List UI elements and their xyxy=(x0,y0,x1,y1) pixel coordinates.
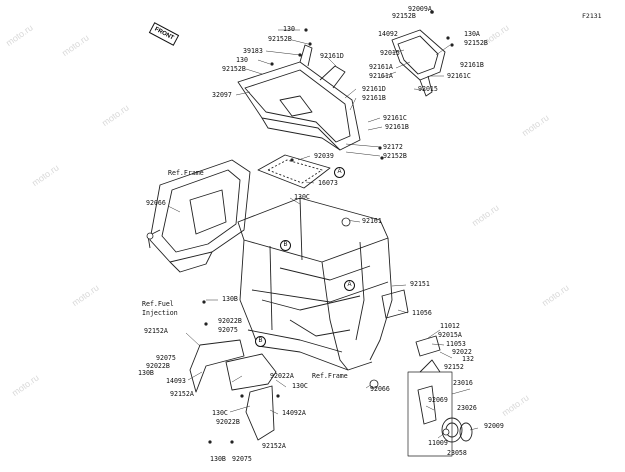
part-label: 39183 xyxy=(243,47,263,55)
part-label: 92075 xyxy=(218,326,238,334)
part-label: 92022B xyxy=(216,418,240,426)
part-label: 130B xyxy=(222,295,238,303)
part-label: 16073 xyxy=(318,179,338,187)
diagram-code: F2131 xyxy=(582,12,602,20)
part-label: 23026 xyxy=(457,404,477,412)
part-label: 11012 xyxy=(440,322,460,330)
part-label: 130B xyxy=(210,455,226,463)
marker-b: B xyxy=(255,336,266,347)
tray-bracket xyxy=(237,44,361,151)
part-label: 92152B xyxy=(464,39,488,47)
part-label: 92022B xyxy=(146,362,170,370)
part-label: 23016 xyxy=(453,379,473,387)
small-clamp xyxy=(415,335,441,357)
part-label: 92075 xyxy=(232,455,252,463)
part-label: 92161B xyxy=(362,94,386,102)
part-label: 92022 xyxy=(452,348,472,356)
side-bracket xyxy=(381,289,409,319)
part-label: 92152B xyxy=(392,12,416,20)
part-label: 32097 xyxy=(212,91,232,99)
part-label: 92009A xyxy=(408,5,432,13)
part-label: 92039 xyxy=(314,152,334,160)
part-label: 11053 xyxy=(446,340,466,348)
washers xyxy=(146,217,450,436)
part-label: 14093 xyxy=(166,377,186,385)
part-label: 130C xyxy=(212,409,228,417)
part-label: 92075 xyxy=(156,354,176,362)
part-label: 92152B xyxy=(383,152,407,160)
part-label: 92066 xyxy=(370,385,390,393)
part-label: 92069 xyxy=(428,396,448,404)
part-label: 92151 xyxy=(410,280,430,288)
part-label: 92009 xyxy=(484,422,504,430)
part-label: 14092A xyxy=(282,409,306,417)
part-label: 130A xyxy=(464,30,480,38)
marker-b: B xyxy=(280,240,291,251)
part-label: 92161D xyxy=(362,85,386,93)
part-label: 130C xyxy=(292,382,308,390)
part-label: 92152A xyxy=(144,327,168,335)
part-label: 130C xyxy=(294,193,310,201)
ref-frame-label: Ref.Frame xyxy=(312,372,348,380)
tray-plate xyxy=(257,154,331,189)
part-label: 23058 xyxy=(447,449,467,457)
part-label: 92152B xyxy=(222,65,246,73)
part-label: 130 xyxy=(283,25,295,33)
part-label: 130 xyxy=(236,56,248,64)
part-label: 92022B xyxy=(218,317,242,325)
part-label: 92152 xyxy=(444,363,464,371)
part-label: 132 xyxy=(462,355,474,363)
part-label: 92161D xyxy=(320,52,344,60)
upper-right-bracket xyxy=(391,29,446,97)
ref-fuel-injection-label: Ref.Fuel Injection xyxy=(142,300,178,317)
marker-a: A xyxy=(344,280,355,291)
part-label: 92015 xyxy=(418,85,438,93)
part-label: 11056 xyxy=(412,309,432,317)
part-label: 92152A xyxy=(170,390,194,398)
part-label: 11009 xyxy=(428,439,448,447)
part-label: 92172 xyxy=(383,143,403,151)
part-label: 92015A xyxy=(438,331,462,339)
part-label: 92066 xyxy=(146,199,166,207)
part-label: 14092 xyxy=(378,30,398,38)
part-label: 92161C xyxy=(447,72,471,80)
part-label: 92161A xyxy=(369,63,393,71)
part-label: 92015 xyxy=(380,49,400,57)
part-label: 92152A xyxy=(262,442,286,450)
ref-frame-label: Ref.Frame xyxy=(168,169,204,177)
shock-assembly xyxy=(407,359,473,457)
lower-skid-plates xyxy=(189,339,277,441)
part-label: 92161B xyxy=(460,61,484,69)
leader-lines xyxy=(167,29,479,439)
part-label: 92022A xyxy=(270,372,294,380)
main-frame xyxy=(237,197,393,371)
part-label: 92161C xyxy=(383,114,407,122)
marker-a: A xyxy=(334,167,345,178)
part-label: 92152B xyxy=(268,35,292,43)
part-label: 92161B xyxy=(385,123,409,131)
part-label: 130B xyxy=(138,369,154,377)
part-label: 92161 xyxy=(362,217,382,225)
fastener-dots xyxy=(202,10,454,444)
part-label: 92161A xyxy=(369,72,393,80)
